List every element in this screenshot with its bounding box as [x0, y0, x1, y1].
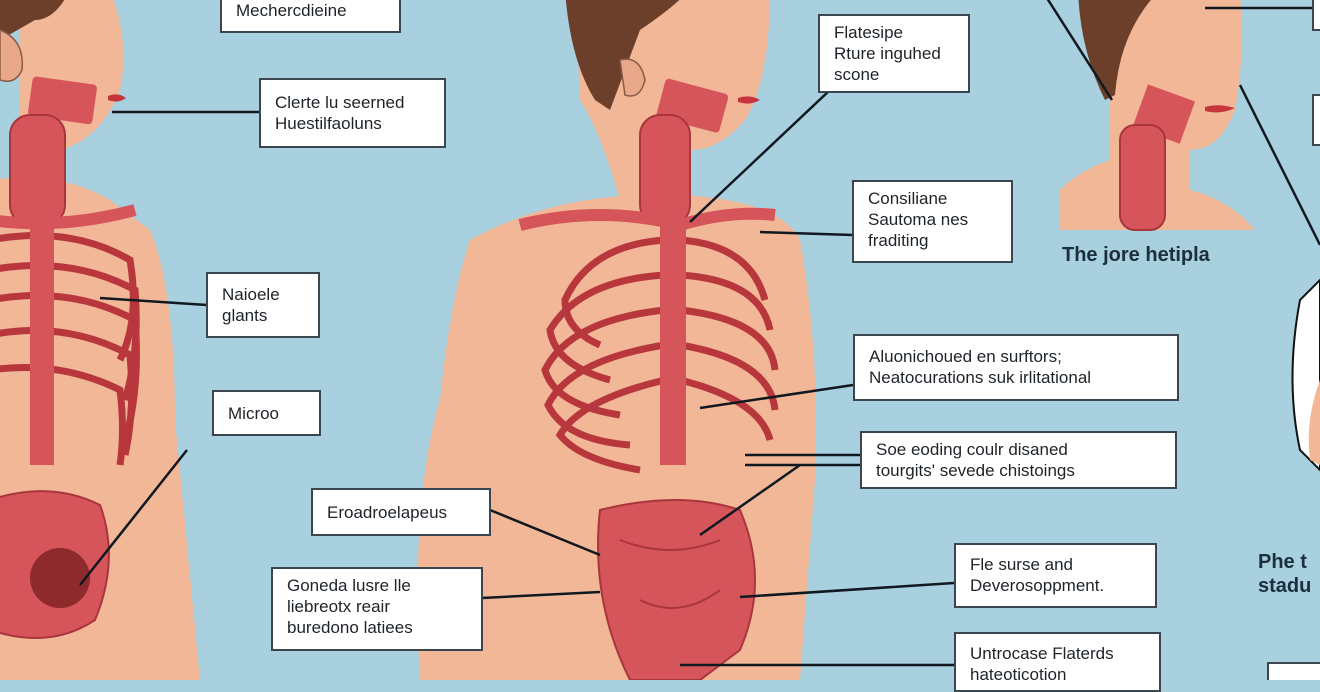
head-figure: [1060, 0, 1320, 472]
label-text: liebreotx reair: [287, 597, 390, 616]
label-text: tourgits' sevede chistoings: [876, 461, 1075, 480]
label-text: Deverosoppment.: [970, 576, 1105, 595]
heading-line: stadu: [1258, 575, 1312, 597]
head-panel-heading: The jore hetipla: [1062, 244, 1210, 266]
center-figure: [417, 0, 816, 680]
right-panel-heading: Phe t stadu: [1258, 550, 1311, 598]
label-text: Microo: [228, 404, 280, 423]
label-text: Soe eoding coulr disaned: [876, 440, 1068, 459]
label-text: Untrocase Flaterds: [970, 644, 1114, 663]
label-aluonichoued: Aluonichoued en surftors; Neatocurations …: [853, 334, 1179, 401]
label-text: scone: [834, 65, 880, 84]
label-goneda: Goneda lusre lle liebreotx reair buredono …: [271, 567, 483, 651]
label-naioele: Naioele glants: [206, 272, 320, 338]
label-text: Huestilfaoluns: [275, 114, 382, 133]
label-text: Aluonichoued en surftors;: [869, 347, 1062, 366]
label-soe-eoding: Soe eoding coulr disaned tourgits' sevede…: [860, 431, 1177, 489]
label-text: Sautoma nes: [868, 210, 969, 229]
label-eroadroelapeus: Eroadroelapeus: [311, 488, 491, 536]
partial-label-boxes: [1267, 0, 1320, 680]
label-microo: Microo: [212, 390, 321, 436]
label-text: buredono latiees: [287, 618, 413, 637]
heading-line: Phe t: [1258, 551, 1307, 573]
left-figure: [0, 0, 200, 680]
label-untrocase: Untrocase Flaterds hateoticotion: [954, 632, 1161, 692]
label-text: Neatocurations suk irlitational: [869, 368, 1092, 387]
label-text: glants: [222, 306, 268, 325]
label-mechercdieine: Mechercdieine: [220, 0, 401, 33]
leader-lines: [79, 0, 1320, 667]
label-text: Consiliane: [868, 189, 948, 208]
label-text: Naioele: [222, 285, 280, 304]
label-text: Mechercdieine: [236, 1, 347, 20]
label-text: Fle surse and: [970, 555, 1073, 574]
label-text: Rture inguhed: [834, 44, 941, 63]
label-text: hateoticotion: [970, 665, 1067, 684]
label-text: Goneda lusre lle: [287, 576, 411, 595]
label-text: Eroadroelapeus: [327, 503, 448, 522]
label-text: fraditing: [868, 231, 929, 250]
label-text: Clerte lu seerned: [275, 93, 405, 112]
label-text: Flatesipe: [834, 23, 903, 42]
